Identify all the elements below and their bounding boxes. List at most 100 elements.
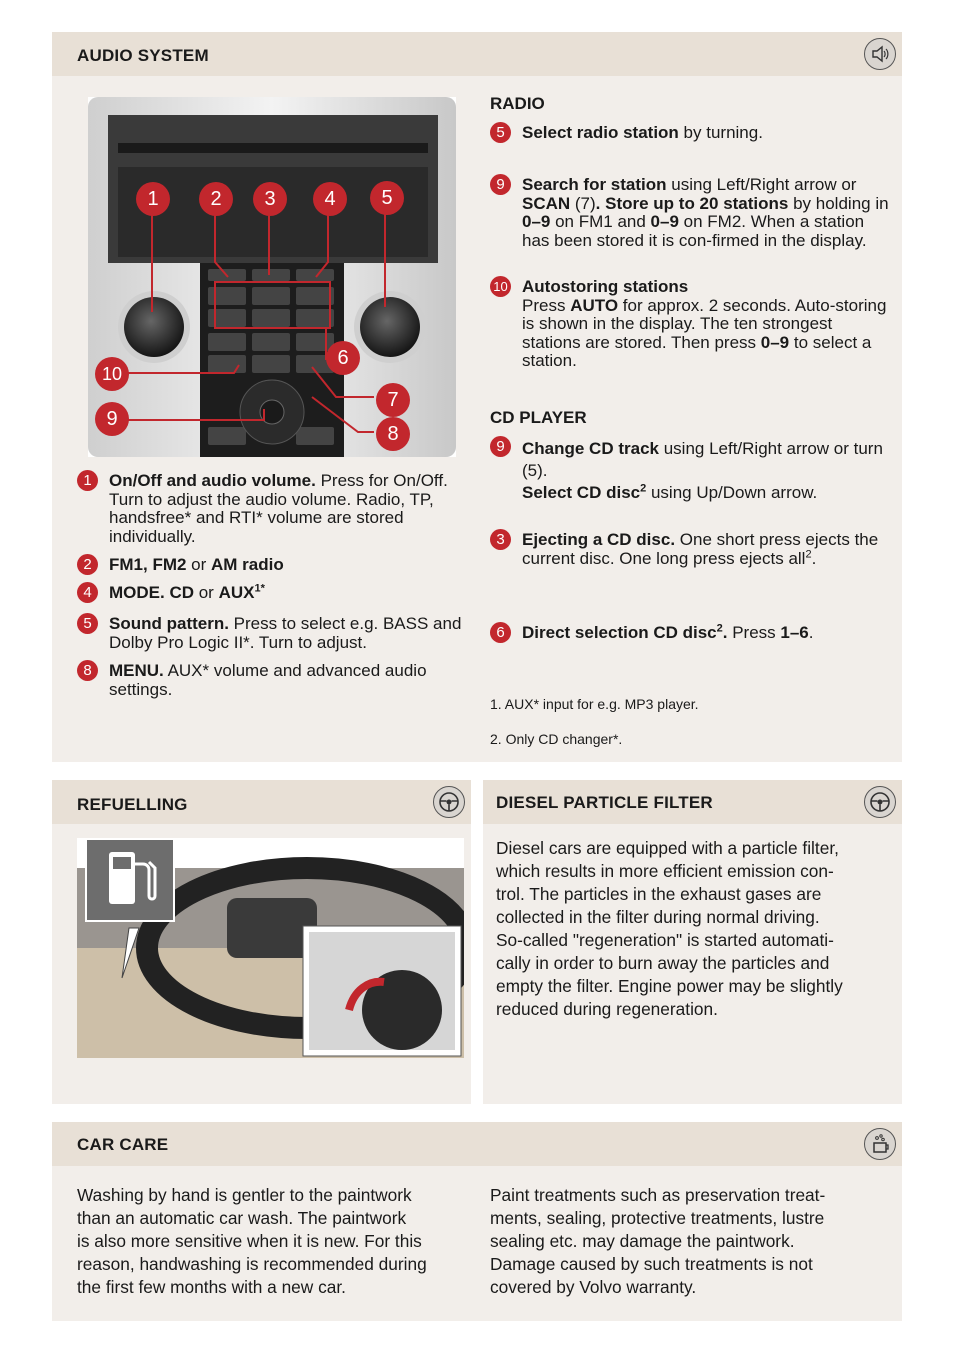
item-title: Change CD track [522, 439, 659, 458]
text-line: reason, handwashing is recommended durin… [77, 1254, 427, 1274]
item-text: AUX* volume and advanced audio settings. [109, 661, 427, 699]
text-line: the first few months with a new car. [77, 1277, 346, 1297]
car-care-left-text: Washing by hand is gentler to the paintw… [77, 1184, 477, 1299]
item-number: 10 [490, 276, 511, 297]
callout-3: 3 [253, 182, 287, 216]
steering-wheel-icon [433, 786, 465, 818]
footnote-ref: 2 [640, 482, 647, 495]
item-text: by turning. [678, 123, 763, 142]
callout-4: 4 [313, 182, 347, 216]
text-line: cally in order to burn away the particle… [496, 953, 830, 973]
text-line: Damage caused by such treatments is not [490, 1254, 813, 1274]
item-text: One short press ejects the current disc.… [522, 530, 879, 568]
car-care-header: CAR CARE [52, 1122, 902, 1166]
car-care-right-text: Paint treatments such as preservation tr… [490, 1184, 890, 1299]
text-line: Paint treatments such as preservation tr… [490, 1185, 826, 1205]
text-line: empty the filter. Engine power may be sl… [496, 976, 843, 996]
steering-wheel-icon [864, 786, 896, 818]
item-number: 1 [77, 470, 98, 491]
text-line: trol. The particles in the exhaust gases… [496, 884, 822, 904]
callout-8: 8 [376, 417, 410, 451]
callout-6: 6 [326, 341, 360, 375]
list-item: 3 Ejecting a CD disc. One short press ej… [490, 529, 890, 568]
dpf-body: Diesel cars are equipped with a particle… [496, 837, 896, 1021]
footnote-2: 2. Only CD changer*. [490, 731, 623, 747]
text-line: collected in the filter during normal dr… [496, 907, 820, 927]
list-item: 4 MODE. CD or AUX1* [77, 582, 472, 603]
item-text: Press [522, 295, 571, 315]
item-text: (7) [570, 193, 596, 213]
audio-unit-illustration: 1 2 3 4 5 6 7 8 9 10 [88, 97, 456, 457]
item-number: 9 [490, 436, 511, 457]
item-number: 6 [490, 622, 511, 643]
item-title-2: Select CD disc [522, 483, 641, 502]
list-item: 6 Direct selection CD disc2. Press 1–6. [490, 622, 890, 643]
radio-heading: RADIO [490, 94, 545, 113]
footnote-ref: 2 [716, 622, 723, 635]
item-number: 5 [490, 122, 511, 143]
text-line: So-called "regeneration" is started auto… [496, 930, 834, 950]
item-number: 8 [77, 660, 98, 681]
text-line: Diesel cars are equipped with a particle… [496, 838, 839, 858]
refuelling-title: REFUELLING [77, 795, 188, 814]
car-care-section: CAR CARE Washing by hand is gentler to t… [52, 1122, 902, 1321]
item-title: FM1, FM2 [109, 555, 187, 574]
refuelling-section: REFUELLING [52, 780, 471, 1104]
item-number: 5 [77, 613, 98, 634]
item-title: Search for station [522, 175, 667, 194]
list-item: 5 Select radio station by turning. [490, 122, 890, 143]
item-number: 9 [490, 174, 511, 195]
text-line: covered by Volvo warranty. [490, 1277, 697, 1297]
item-key: 0–9 [522, 212, 551, 231]
item-text: to select a station. [522, 332, 872, 370]
list-item: 2 FM1, FM2 or AM radio [77, 554, 472, 575]
audio-system-section: AUDIO SYSTEM [52, 32, 902, 762]
text-line: Washing by hand is gentler to the paintw… [77, 1185, 412, 1205]
speaker-icon [864, 38, 896, 70]
item-text: for approx. 2 seconds. Auto-storing is s… [522, 295, 887, 352]
text-line: than an automatic car wash. The paintwor… [77, 1208, 407, 1228]
callout-9: 9 [95, 402, 129, 436]
text-line: which results in more efficient emission… [496, 861, 834, 881]
dpf-title: DIESEL PARTICLE FILTER [496, 793, 713, 812]
car-care-title: CAR CARE [77, 1135, 169, 1154]
footnote-1: 1. AUX* input for e.g. MP3 player. [490, 696, 699, 712]
item-number: 4 [77, 582, 98, 603]
diesel-filter-section: DIESEL PARTICLE FILTER Diesel cars are e… [483, 780, 902, 1104]
item-title-2: AM radio [211, 555, 284, 574]
item-text: or [186, 555, 212, 574]
callout-2: 2 [199, 182, 233, 216]
item-text: Press for On/Off. Turn to adjust the aud… [109, 471, 448, 546]
cd-player-heading: CD PLAYER [490, 408, 587, 427]
refuelling-header: REFUELLING [52, 780, 471, 824]
item-title: Sound pattern. [109, 614, 229, 633]
callout-1: 1 [136, 182, 170, 216]
item-title-2: AUX [218, 583, 255, 602]
item-text: on FM2. When a station has been stored i… [522, 212, 867, 250]
item-text: Press [727, 623, 781, 642]
item-text: . [811, 548, 817, 568]
dpf-header: DIESEL PARTICLE FILTER [483, 780, 902, 824]
item-text: . [808, 623, 814, 642]
item-title: . [722, 623, 728, 642]
item-title: Ejecting a CD disc. [522, 530, 676, 549]
list-item: 1 On/Off and audio volume. Press for On/… [77, 470, 472, 546]
footnote-ref: 2 [805, 547, 812, 560]
callout-7: 7 [376, 383, 410, 417]
fuel-pump-icon [85, 838, 175, 922]
text-line: ments, sealing, protective treatments, l… [490, 1208, 825, 1228]
car-wash-icon [864, 1128, 896, 1160]
footnote-ref: 1* [254, 582, 265, 595]
callout-10: 10 [95, 357, 129, 391]
list-item: 9 Change CD track using Left/Right arrow… [490, 436, 890, 504]
text-line: is also more sensitive when it is new. F… [77, 1231, 422, 1251]
item-title: MENU. [109, 661, 164, 680]
item-title: Select radio station [522, 123, 679, 142]
refuelling-illustration [77, 838, 464, 1058]
item-text: Press to select e.g. BASS and Dolby Pro … [109, 614, 462, 652]
item-key: . Store up to 20 stations [595, 193, 789, 213]
item-text: using Left/Right arrow or [666, 175, 857, 194]
item-number: 3 [490, 529, 511, 550]
item-title: On/Off and audio volume. [109, 471, 316, 490]
